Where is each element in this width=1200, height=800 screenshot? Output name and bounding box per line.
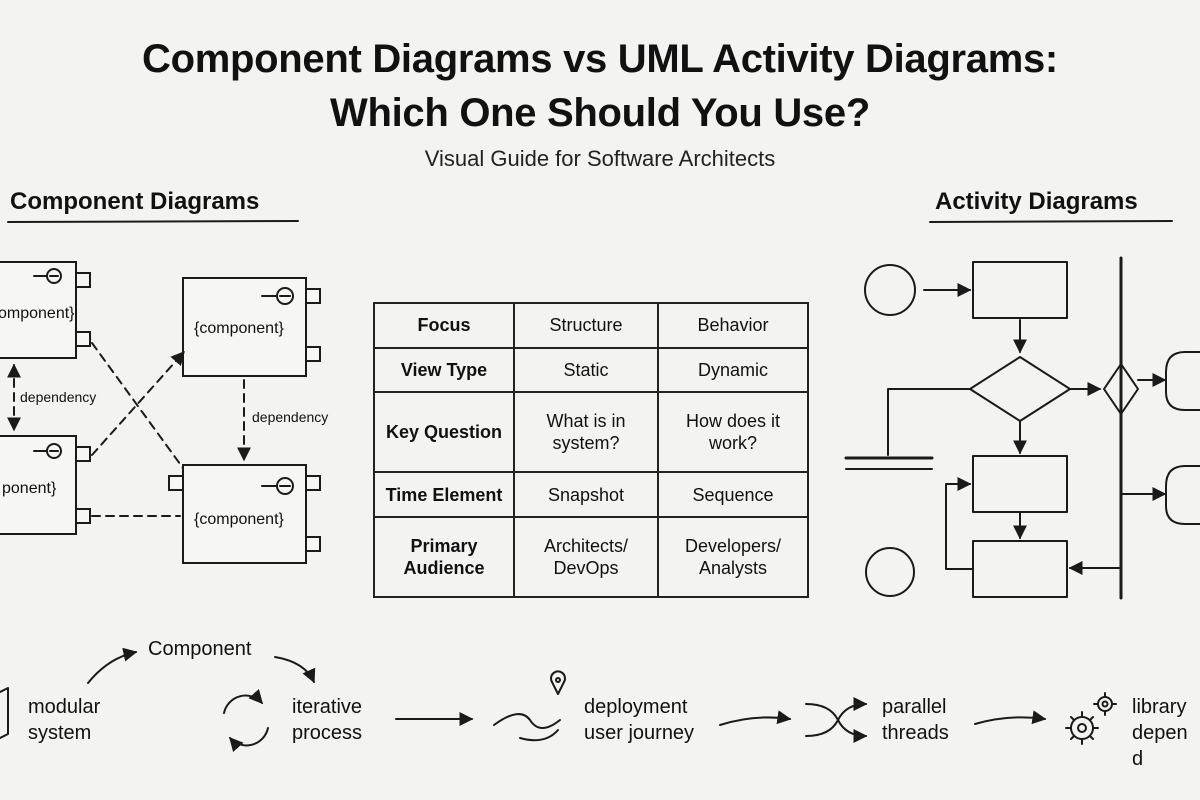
heading-underline-right <box>929 220 1173 223</box>
table-row: Key Question What is in system? How does… <box>373 391 809 474</box>
dependency-label: dependency <box>252 409 328 425</box>
initial-node <box>864 264 916 316</box>
shuffle-icon <box>805 697 868 743</box>
gears-icon <box>1065 692 1117 745</box>
component-box-top-right: {component} <box>182 277 321 377</box>
decision-branch-edge <box>887 388 971 456</box>
row-label-focus: Focus <box>373 302 515 349</box>
cell-component-time-element: Snapshot <box>513 471 659 519</box>
bottom-item-library-depend: library depend <box>1132 696 1188 770</box>
bottom-item-iterative-process: iterative process <box>292 696 363 744</box>
cube-icon <box>0 687 9 740</box>
component-label: {component} <box>194 511 285 528</box>
loop-back-edge <box>945 477 974 570</box>
table-row: View Type Static Dynamic <box>373 346 809 394</box>
cell-component-primary-audience: Architects/ DevOps <box>513 516 659 598</box>
section-heading-activity: Activity Diagrams <box>935 188 1138 215</box>
section-heading-component: Component Diagrams <box>10 188 260 215</box>
component-label: {component} <box>194 320 285 337</box>
page-title: Component Diagrams vs UML Activity Diagr… <box>142 37 1058 81</box>
component-box-top-left: omponent} <box>0 261 91 359</box>
table-row: Focus Structure Behavior <box>373 302 809 349</box>
action-node <box>972 455 1068 513</box>
dependency-arrow-cross-up <box>91 350 185 456</box>
component-box-bottom-left: ponent} <box>0 435 91 535</box>
action-node-edge <box>1165 465 1200 525</box>
bottom-item-deployment-user-journey: deployment user journey <box>584 696 695 744</box>
row-label-key-question: Key Question <box>373 391 515 474</box>
cell-component-view-type: Static <box>513 346 659 394</box>
cell-activity-time-element: Sequence <box>657 471 809 519</box>
decision-node <box>969 356 1071 422</box>
action-node-edge <box>1165 351 1200 411</box>
cell-component-key-question: What is in system? <box>513 391 659 474</box>
table-row: Time Element Snapshot Sequence <box>373 471 809 519</box>
row-label-time-element: Time Element <box>373 471 515 519</box>
bottom-item-parallel-threads: parallel threads <box>882 696 949 744</box>
comparison-table: Focus Structure Behavior View Type Stati… <box>373 302 809 598</box>
component-label: ponent} <box>2 480 57 497</box>
component-box-bottom-right: {component} <box>168 464 321 564</box>
cell-activity-view-type: Dynamic <box>657 346 809 394</box>
final-node <box>865 547 915 597</box>
action-node <box>972 261 1068 319</box>
cell-activity-key-question: How does it work? <box>657 391 809 474</box>
bottom-component-label: Component <box>148 638 252 660</box>
curved-arrow-icon <box>87 647 138 684</box>
cycle-arrows-icon <box>223 688 269 753</box>
dependency-label: dependency <box>20 389 96 405</box>
heading-underline-left <box>7 220 299 223</box>
cell-component-focus: Structure <box>513 302 659 349</box>
row-label-view-type: View Type <box>373 346 515 394</box>
page-title-line-2: Which One Should You Use? <box>330 91 870 135</box>
flow-arrow-icon <box>719 710 792 726</box>
activity-diagram <box>844 256 1200 600</box>
flow-arrow-icon <box>974 710 1047 725</box>
action-node <box>972 540 1068 598</box>
table-row: Primary Audience Architects/ DevOps Deve… <box>373 516 809 598</box>
cell-activity-primary-audience: Developers/ Analysts <box>657 516 809 598</box>
page-subtitle: Visual Guide for Software Architects <box>424 146 776 171</box>
cell-activity-focus: Behavior <box>657 302 809 349</box>
curved-arrow-icon <box>274 656 316 684</box>
bottom-item-modular-system: modular system <box>28 696 101 744</box>
dependency-line-cross-down <box>91 342 184 469</box>
component-label: omponent} <box>0 305 75 322</box>
row-label-primary-audience: Primary Audience <box>373 516 515 598</box>
route-pin-icon <box>493 670 566 742</box>
